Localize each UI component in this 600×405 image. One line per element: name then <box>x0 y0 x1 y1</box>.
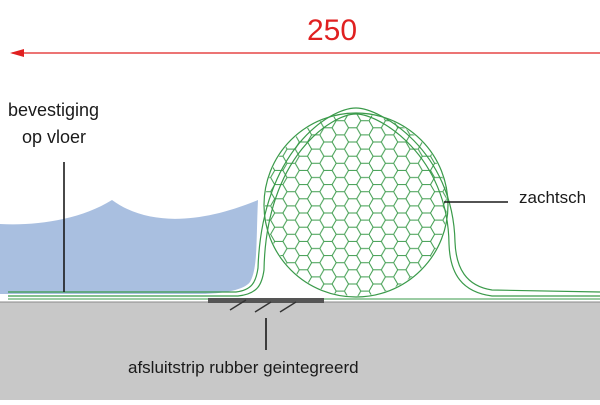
rubber-strip <box>208 298 324 303</box>
strip-anchors <box>229 299 297 313</box>
dimension-arrow <box>10 49 24 57</box>
dimension-value: 250 <box>307 14 358 47</box>
label-soft-part: zachtsch <box>519 188 587 207</box>
floor <box>0 302 600 400</box>
label-floor-fixing-line1: bevestiging <box>8 100 100 120</box>
soft-part-circle <box>263 112 449 298</box>
seal-membrane-inner <box>8 113 600 297</box>
label-rubber-strip: afsluitstrip rubber geintegreerd <box>128 358 359 377</box>
water-area <box>0 200 258 294</box>
label-floor-fixing-line2: op vloer <box>22 127 87 147</box>
seal-membrane-outer <box>8 107 600 293</box>
honeycomb-pattern <box>265 114 447 296</box>
